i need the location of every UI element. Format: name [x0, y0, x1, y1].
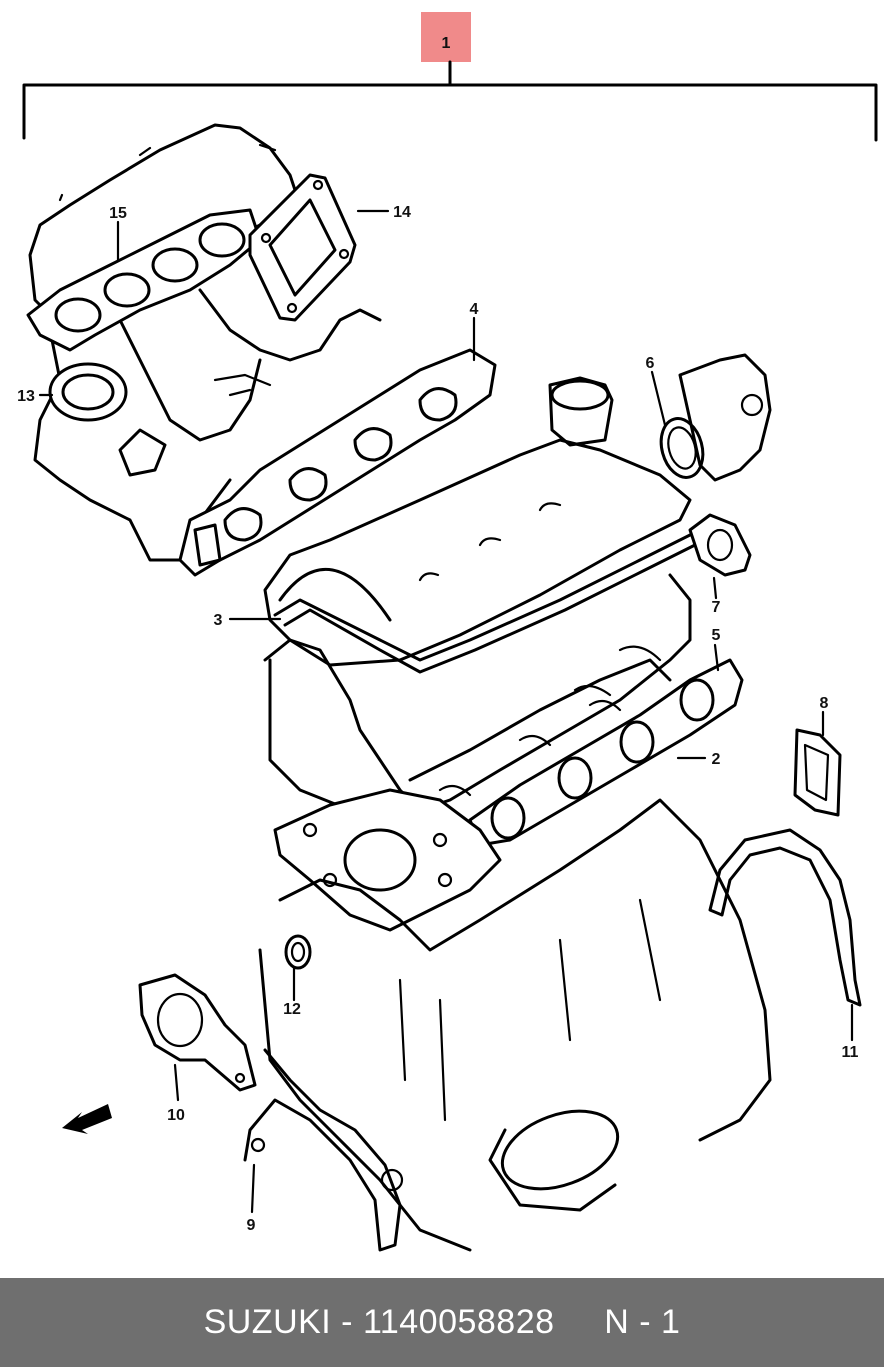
thermostat-gasket-6	[659, 417, 705, 479]
gasket-7	[688, 513, 752, 577]
oil-pump-gasket-9	[243, 1048, 404, 1252]
callout-10[interactable]: 10	[167, 1107, 185, 1124]
part-number-text: SUZUKI - 1140058828 N - 1	[203, 1303, 681, 1341]
callout-6[interactable]: 6	[646, 355, 655, 372]
callout-4[interactable]: 4	[470, 301, 479, 318]
callout-8[interactable]: 8	[820, 695, 829, 712]
valve-cover	[263, 376, 692, 667]
intake-manifold-gasket	[26, 208, 262, 352]
intake-gasket-2	[408, 658, 672, 797]
cylinder-head-gasket	[273, 788, 502, 932]
thermostat-housing	[678, 353, 772, 482]
gasket-8	[793, 728, 842, 817]
manifold-gasket-4	[178, 348, 497, 577]
exhaust-manifold-gasket-5	[468, 658, 744, 847]
water-pump-gasket-10	[138, 973, 257, 1092]
callout-numbers: 15 14 4 13 6 7 3 5 2 8 12 11 10 9	[17, 204, 858, 1234]
assembly-bracket	[22, 60, 878, 142]
front-direction-arrow-icon	[62, 1104, 112, 1134]
part-number-footer: SUZUKI - 1140058828 N - 1	[0, 1278, 884, 1367]
callout-11[interactable]: 11	[842, 1044, 859, 1061]
callout-3[interactable]: 3	[214, 612, 223, 629]
exploded-gasket-diagram: 1	[17, 12, 878, 1252]
callout-leader-lines	[38, 209, 854, 1214]
callout-5[interactable]: 5	[712, 627, 721, 644]
callout-7[interactable]: 7	[712, 599, 721, 616]
oil-filter	[488, 1109, 620, 1212]
assembly-highlight-box	[421, 12, 471, 62]
cylinder-head	[263, 573, 692, 822]
timing-cover-gasket-11	[708, 828, 862, 1007]
callout-15[interactable]: 15	[109, 205, 127, 222]
callout-13[interactable]: 13	[17, 388, 35, 405]
head-cover-gasket-3	[273, 533, 697, 674]
callout-9[interactable]: 9	[247, 1217, 256, 1234]
callout-2[interactable]: 2	[712, 751, 721, 768]
oil-seal-12	[284, 934, 312, 970]
callout-12[interactable]: 12	[283, 1001, 301, 1018]
o-ring-gasket-13	[48, 362, 128, 422]
throttle-body-gasket	[248, 173, 357, 322]
callout-14[interactable]: 14	[393, 204, 411, 221]
callout-1[interactable]: 1	[442, 35, 451, 52]
engine-block	[258, 798, 772, 1252]
